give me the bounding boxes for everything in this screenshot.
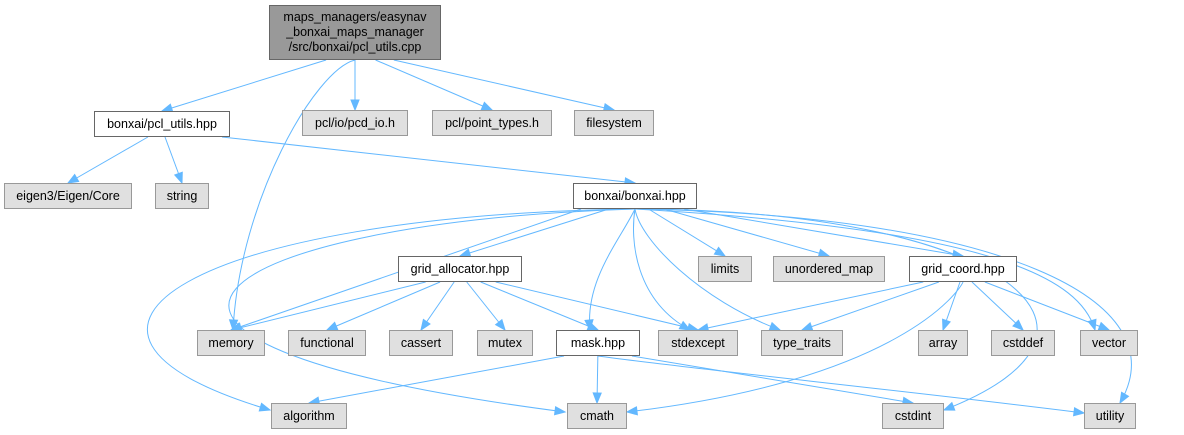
- node-memory[interactable]: memory: [197, 330, 265, 356]
- arrowhead-icon: [942, 318, 951, 332]
- edge-bonxai_hpp-to-cmath: [228, 208, 636, 413]
- edge-bonxai_hpp-to-mask_hpp: [589, 208, 636, 331]
- arrowhead-icon: [942, 401, 956, 411]
- edge-bonxai_hpp-to-type_traits: [634, 208, 781, 331]
- edge-bonxai_hpp-to-utility: [634, 208, 1132, 404]
- edge-bonxai_hpp-to-algorithm: [147, 208, 636, 411]
- node-pcl-utils-hpp[interactable]: bonxai/pcl_utils.hpp: [94, 111, 230, 137]
- node-grid-allocator[interactable]: grid_allocator.hpp: [398, 256, 522, 282]
- node-cstdint[interactable]: cstdint: [882, 403, 944, 429]
- node-cstddef[interactable]: cstddef: [991, 330, 1055, 356]
- arrowhead-icon: [1012, 319, 1024, 331]
- node-pcd-io[interactable]: pcl/io/pcd_io.h: [302, 110, 408, 136]
- arrowhead-icon: [66, 173, 80, 184]
- edge-bonxai_hpp-to-grid_allocator: [459, 208, 609, 257]
- arrowhead-icon: [1119, 391, 1130, 405]
- node-cassert[interactable]: cassert: [389, 330, 453, 356]
- arrowhead-icon: [494, 318, 506, 332]
- node-mutex[interactable]: mutex: [477, 330, 533, 356]
- arrowhead-icon: [713, 246, 727, 257]
- node-point-types[interactable]: pcl/point_types.h: [432, 110, 552, 136]
- edge-bonxai_hpp-to-limits: [648, 208, 726, 257]
- edge-grid_allocator-to-stdexcept: [495, 281, 699, 331]
- arrowhead-icon: [1097, 321, 1111, 331]
- edge-root-to-pcl_utils_hpp: [161, 59, 327, 112]
- node-utility[interactable]: utility: [1084, 403, 1136, 429]
- node-vector[interactable]: vector: [1080, 330, 1138, 356]
- node-algorithm[interactable]: algorithm: [271, 403, 347, 429]
- edge-pcl_utils_hpp-to-bonxai_hpp: [221, 136, 636, 184]
- edge-root-to-memory: [232, 59, 356, 331]
- node-unordered-map[interactable]: unordered_map: [773, 256, 885, 282]
- edge-grid_coord-to-type_traits: [801, 281, 940, 331]
- node-filesystem[interactable]: filesystem: [574, 110, 654, 136]
- edge-root-to-filesystem: [393, 59, 615, 111]
- edge-grid_coord-to-cstddef: [971, 281, 1024, 331]
- arrowhead-icon: [1072, 406, 1086, 417]
- edge-mask_hpp-to-algorithm: [308, 355, 565, 404]
- arrowhead-icon: [350, 99, 360, 112]
- node-limits[interactable]: limits: [698, 256, 752, 282]
- edge-bonxai_hpp-to-stdexcept: [633, 208, 691, 331]
- edge-grid_coord-to-stdexcept: [697, 281, 924, 331]
- node-mask-hpp[interactable]: mask.hpp: [556, 330, 640, 356]
- edge-bonxai_hpp-to-grid_coord: [684, 208, 964, 257]
- node-root: maps_managers/easynav _bonxai_maps_manag…: [269, 5, 441, 60]
- arrowhead-icon: [592, 392, 602, 405]
- arrowhead-icon: [625, 406, 638, 416]
- arrowhead-icon: [480, 101, 494, 111]
- node-bonxai-hpp[interactable]: bonxai/bonxai.hpp: [573, 183, 697, 209]
- arrowhead-icon: [173, 171, 183, 185]
- edge-mask_hpp-to-utility: [597, 355, 1085, 414]
- node-functional[interactable]: functional: [288, 330, 366, 356]
- arrowhead-icon: [553, 405, 567, 416]
- arrowhead-icon: [586, 321, 600, 331]
- node-string[interactable]: string: [155, 183, 209, 209]
- node-stdexcept[interactable]: stdexcept: [658, 330, 738, 356]
- edge-grid_allocator-to-mask_hpp: [480, 281, 599, 331]
- node-grid-coord[interactable]: grid_coord.hpp: [909, 256, 1017, 282]
- arrowhead-icon: [258, 402, 272, 412]
- edge-grid_allocator-to-memory: [230, 281, 426, 331]
- edge-mask_hpp-to-cstdint: [631, 355, 914, 404]
- edge-grid_coord-to-cmath: [626, 281, 964, 413]
- edge-bonxai_hpp-to-unordered_map: [663, 208, 830, 257]
- arrowhead-icon: [420, 318, 431, 332]
- edge-grid_allocator-to-functional: [326, 281, 441, 331]
- node-cmath[interactable]: cmath: [567, 403, 627, 429]
- arrowhead-icon: [325, 321, 339, 331]
- edge-root-to-point_types: [375, 59, 493, 111]
- edge-pcl_utils_hpp-to-eigen_core: [67, 136, 149, 184]
- node-type-traits[interactable]: type_traits: [761, 330, 843, 356]
- edge-bonxai_hpp-to-cstdint: [634, 208, 1038, 411]
- edge-grid_coord-to-vector: [984, 281, 1110, 331]
- node-eigen-core[interactable]: eigen3/Eigen/Core: [4, 183, 132, 209]
- node-array[interactable]: array: [918, 330, 968, 356]
